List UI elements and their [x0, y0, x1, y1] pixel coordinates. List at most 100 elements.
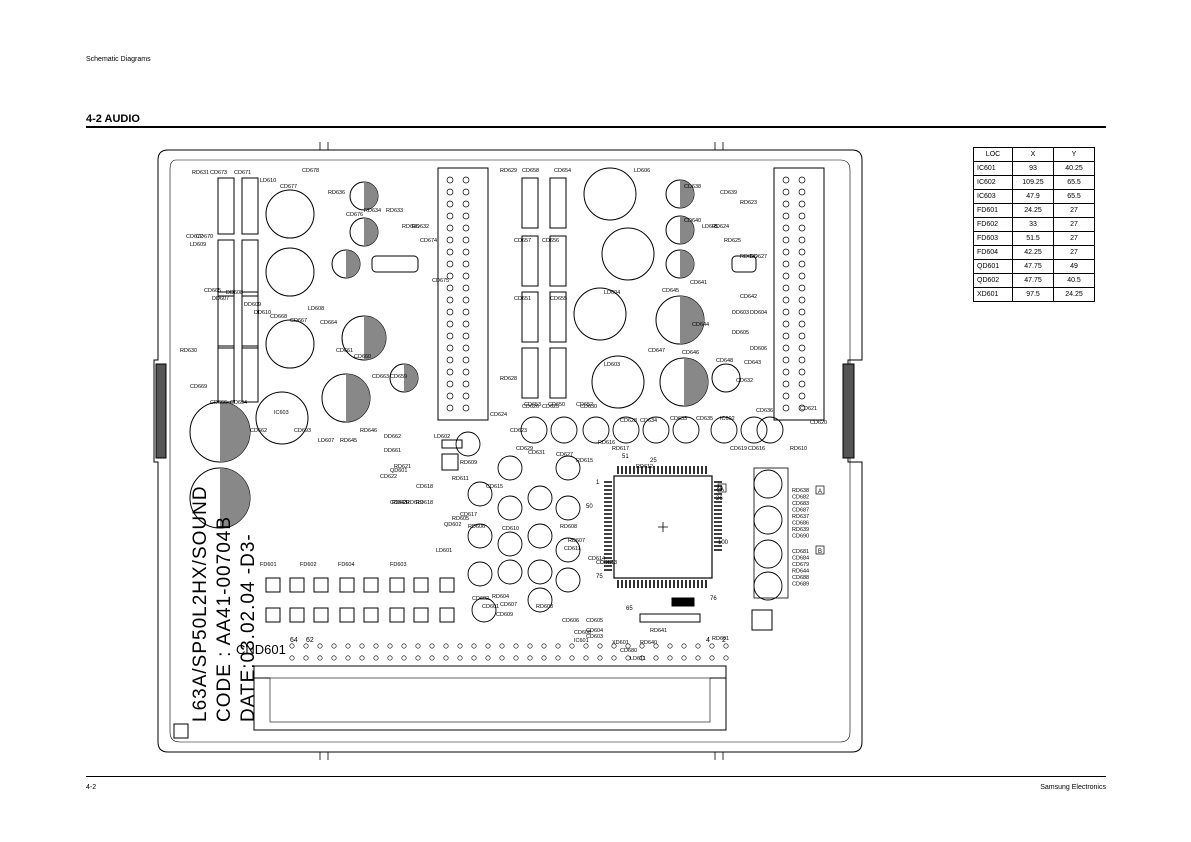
footer-brand: Samsung Electronics	[1040, 784, 1106, 791]
ic-pin-25: 25	[650, 458, 657, 464]
connector-pin	[639, 643, 645, 649]
connector-pin	[317, 643, 323, 649]
component-label: DD609	[244, 302, 261, 308]
connector-pin	[681, 655, 687, 661]
page-title: 4-2 AUDIO	[86, 113, 140, 125]
component-label: CD638	[684, 184, 701, 190]
loc-cell: QD602	[973, 273, 1013, 288]
component-label: CD635	[696, 416, 713, 422]
component-label: CD663	[372, 374, 389, 380]
title-rule	[86, 126, 1106, 128]
connector-pin	[457, 655, 463, 661]
component-label: RD619	[406, 500, 423, 506]
inductor-ld604	[573, 287, 627, 341]
pin-label-64: 64	[290, 637, 298, 644]
connector-pin	[415, 643, 421, 649]
component-label: CD602	[472, 596, 489, 602]
component-label: CD643	[390, 500, 407, 506]
connector-pin	[387, 643, 393, 649]
connector-pin	[401, 655, 407, 661]
component-label: CD623	[510, 428, 527, 434]
x-cell: 33	[1012, 217, 1054, 232]
component-label: XD601	[612, 640, 629, 646]
connector-pin	[289, 643, 295, 649]
component-label: CD630	[580, 404, 597, 410]
loc-cell: FD601	[973, 203, 1013, 218]
component-label: CD636	[756, 408, 773, 414]
connector-pin	[667, 655, 673, 661]
ic-pin-65: 65	[626, 606, 633, 612]
board-outline	[153, 149, 863, 753]
component-label: CD694	[230, 400, 247, 406]
component-label: CD672	[186, 234, 203, 240]
group-label: CD682	[792, 495, 809, 501]
pin-label-2: 2	[722, 637, 726, 644]
component-label: CD628	[620, 418, 637, 424]
group-label: CD684	[792, 556, 809, 562]
component-label: RD641	[650, 628, 667, 634]
component-label: QD602	[444, 522, 461, 528]
component-label: RD607	[568, 538, 585, 544]
group-label: RD638	[792, 488, 809, 494]
component-label: CD607	[500, 602, 517, 608]
y-cell: 27	[1053, 217, 1095, 232]
component-label: CD603	[586, 634, 603, 640]
silkscreen-model: L63A/SP50L2HX/SOUND	[190, 485, 211, 722]
y-cell: 40.25	[1053, 161, 1095, 176]
connector-pin	[723, 643, 729, 649]
connector-pin	[527, 655, 533, 661]
pcb-layout-diagram: L63A/SP50L2HX/SOUND CODE : AA41-00704B D…	[153, 142, 863, 760]
component-label: LD604	[604, 290, 620, 296]
component-label: CD677	[280, 184, 297, 190]
component-label: RD633	[386, 208, 403, 214]
connector-pin	[583, 655, 589, 661]
connector-pin	[471, 643, 477, 649]
component-label: CD634	[640, 418, 657, 424]
component-label: CD662	[250, 428, 267, 434]
component-label: CD669	[190, 384, 207, 390]
connector-pin	[583, 643, 589, 649]
component-label: RD635	[402, 224, 419, 230]
component-label: RD604	[492, 594, 509, 600]
component-label: CD611	[564, 546, 581, 552]
component-label: DD661	[384, 448, 401, 454]
component-label: CD693	[294, 428, 311, 434]
x-cell: 109.25	[1012, 175, 1054, 190]
loc-cell: IC603	[973, 189, 1013, 204]
component-label: CD624	[490, 412, 507, 418]
component-label: LD609	[190, 242, 206, 248]
component-label: CD676	[346, 212, 363, 218]
component-label: CD660	[354, 354, 371, 360]
ic601-chip	[613, 475, 713, 579]
component-label: DD662	[384, 434, 401, 440]
connector-pin	[317, 655, 323, 661]
left-header-strip	[437, 167, 489, 421]
component-label: CD644	[692, 322, 709, 328]
component-label: RD628	[500, 376, 517, 382]
group-label: CD688	[792, 575, 809, 581]
component-label: LD607	[318, 438, 334, 444]
inductor-ld610	[265, 189, 315, 239]
component-label: RD630	[180, 348, 197, 354]
connector-pin	[667, 643, 673, 649]
y-header: Y	[1053, 147, 1095, 162]
y-cell: 27	[1053, 245, 1095, 260]
component-label: QD601	[390, 468, 407, 474]
page-number: 4-2	[86, 784, 97, 791]
component-label: RD617	[612, 446, 629, 452]
component-label: CD622	[380, 474, 397, 480]
component-label: IC602	[720, 416, 735, 422]
group-label: RD639	[792, 527, 809, 533]
ic-pin-1: 1	[596, 480, 600, 486]
ic-pin-50: 50	[586, 504, 593, 510]
component-label: IC601	[574, 638, 589, 644]
component-label: CD621	[800, 406, 817, 412]
component-label: CD618	[416, 484, 433, 490]
x-cell: 93	[1012, 161, 1054, 176]
component-label: CD664	[320, 320, 337, 326]
